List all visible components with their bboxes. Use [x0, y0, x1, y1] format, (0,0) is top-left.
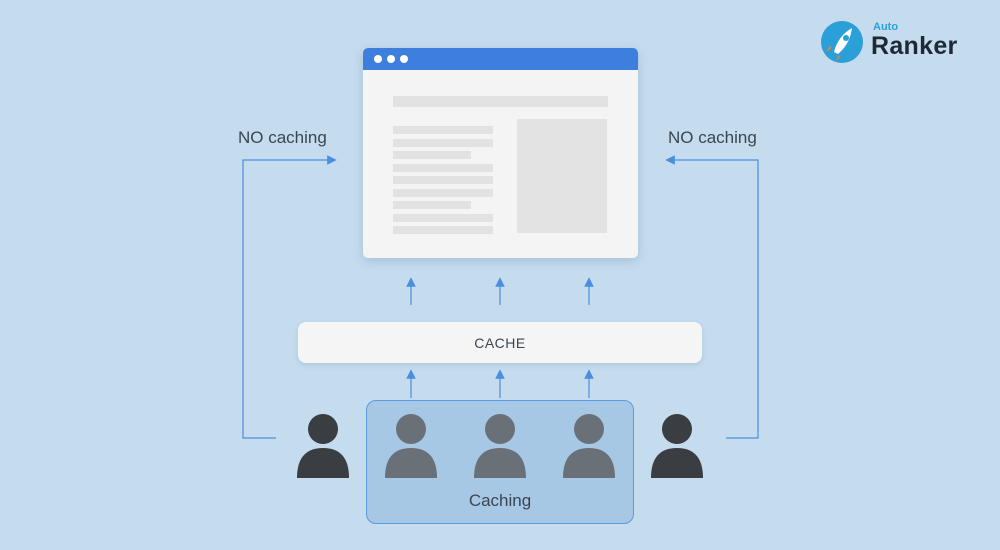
placeholder-text-line: [393, 214, 493, 222]
rocket-icon: [821, 21, 863, 63]
placeholder-text-line: [393, 139, 493, 147]
browser-window-icon: [363, 48, 638, 258]
user-icon: [297, 414, 349, 478]
placeholder-text-line: [393, 201, 471, 209]
no-caching-label-left: NO caching: [238, 128, 327, 147]
placeholder-text-line: [393, 164, 493, 172]
no-caching-label-right: NO caching: [668, 128, 757, 147]
window-dot: [387, 55, 395, 63]
placeholder-text-line: [393, 176, 493, 184]
no-caching-path-left: [242, 155, 337, 439]
logo-text-small: Auto: [873, 21, 899, 33]
logo-text: Ranker: [871, 32, 958, 60]
user-icon: [474, 414, 526, 478]
placeholder-text-line: [393, 226, 493, 234]
caching-label: Caching: [468, 491, 532, 510]
user-icon: [651, 414, 703, 478]
user-icon: [563, 414, 615, 478]
placeholder-text-line: [393, 151, 471, 159]
window-dot: [400, 55, 408, 63]
browser-title-bar: [363, 48, 638, 70]
placeholder-text-line: [393, 126, 493, 134]
user-icon: [385, 414, 437, 478]
cache-layer: [298, 322, 702, 363]
window-dot: [374, 55, 382, 63]
placeholder-text-line: [393, 189, 493, 197]
placeholder-image-box: [517, 119, 607, 233]
cache-label: CACHE: [474, 335, 526, 351]
no-caching-path-right: [665, 155, 759, 439]
placeholder-header-line: [393, 96, 608, 107]
